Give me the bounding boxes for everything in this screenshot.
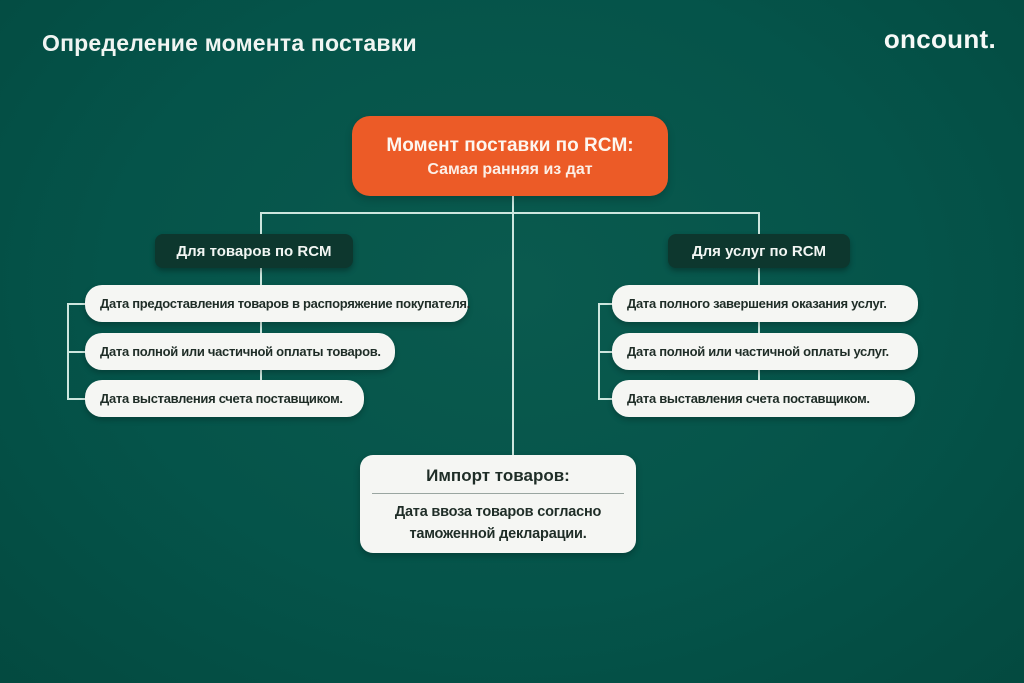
goods-leaf-availability-date: Дата предоставления товаров в распоряжен… xyxy=(85,285,470,322)
connector-root-to-import xyxy=(512,196,514,456)
connector-goods-drop-top xyxy=(260,212,262,236)
page-title: Определение момента поставки xyxy=(42,30,417,56)
root-node-title: Момент поставки по RCM: xyxy=(386,134,634,156)
services-leaf-completion-date: Дата полного завершения оказания услуг. xyxy=(612,285,918,322)
connector-services-drop-through xyxy=(758,266,760,398)
services-leaf-payment-date: Дата полной или частичной оплаты услуг. xyxy=(612,333,918,370)
root-node-subtitle: Самая ранняя из дат xyxy=(427,161,593,179)
goods-leaf-invoice-date: Дата выставления счета поставщиком. xyxy=(85,380,364,417)
connector-goods-stub-3 xyxy=(67,398,86,400)
import-node: Импорт товаров: Дата ввоза товаров согла… xyxy=(360,455,636,553)
connector-goods-stub-2 xyxy=(67,351,86,353)
import-node-title: Импорт товаров: xyxy=(426,466,570,485)
oncount-logo: oncount. xyxy=(883,24,996,54)
connector-services-stub-2 xyxy=(598,351,613,353)
connector-goods-stub-1 xyxy=(67,303,86,305)
connector-services-drop-top xyxy=(758,212,760,236)
goods-leaf-payment-date: Дата полной или частичной оплаты товаров… xyxy=(85,333,395,370)
branch-header-goods: Для товаров по RCM xyxy=(155,234,353,268)
import-node-divider xyxy=(372,493,624,494)
import-node-body: Дата ввоза товаров согласно таможенной д… xyxy=(394,504,602,542)
branch-header-services: Для услуг по RCM xyxy=(668,234,850,268)
connector-services-stub-3 xyxy=(598,398,613,400)
root-node-moment-of-supply: Момент поставки по RCM: Самая ранняя из … xyxy=(352,116,668,196)
connector-services-stub-1 xyxy=(598,303,613,305)
connector-main-horizontal xyxy=(261,212,760,214)
services-leaf-invoice-date: Дата выставления счета поставщиком. xyxy=(612,380,915,417)
connector-goods-drop-through xyxy=(260,266,262,398)
